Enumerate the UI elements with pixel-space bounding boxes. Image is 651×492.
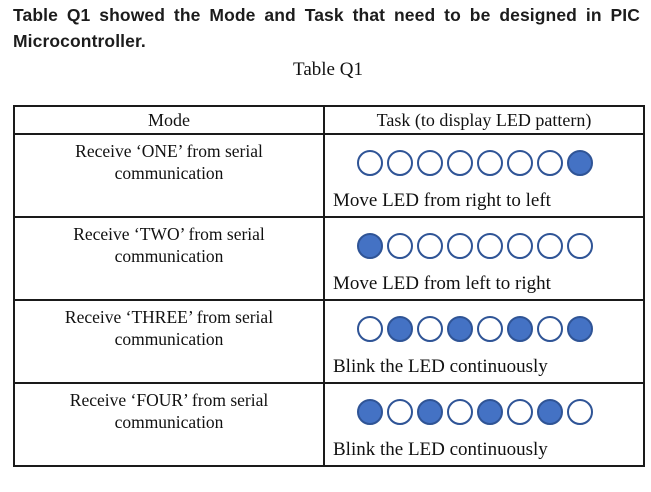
led-empty-icon (357, 316, 383, 342)
task-caption: Blink the LED continuously (333, 356, 548, 377)
task-column-header: Task (to display LED pattern) (323, 105, 645, 135)
led-pattern-strip (357, 399, 637, 425)
led-empty-icon (447, 233, 473, 259)
task-cell: Move LED from right to left (323, 133, 645, 218)
led-empty-icon (417, 233, 443, 259)
led-empty-icon (477, 233, 503, 259)
led-filled-icon (567, 150, 593, 176)
mode-task-table: Mode Task (to display LED pattern) Recei… (13, 105, 645, 467)
led-empty-icon (567, 399, 593, 425)
led-empty-icon (537, 316, 563, 342)
led-filled-icon (537, 399, 563, 425)
led-empty-icon (447, 399, 473, 425)
task-caption: Move LED from right to left (333, 190, 551, 211)
led-empty-icon (507, 399, 533, 425)
led-filled-icon (357, 233, 383, 259)
led-filled-icon (417, 399, 443, 425)
table-caption: Table Q1 (293, 59, 363, 80)
mode-text-line: communication (114, 246, 224, 266)
led-empty-icon (447, 150, 473, 176)
mode-column-header: Mode (13, 105, 325, 135)
task-cell: Blink the LED continuously (323, 299, 645, 384)
led-empty-icon (387, 399, 413, 425)
mode-text-line: communication (114, 329, 224, 349)
header-row: Mode Task (to display LED pattern) (13, 105, 645, 135)
led-filled-icon (567, 316, 593, 342)
task-cell: Blink the LED continuously (323, 382, 645, 467)
mode-text-line: Receive ‘FOUR’ from serial (69, 390, 269, 410)
led-pattern-strip (357, 150, 637, 176)
mode-text-line: Receive ‘TWO’ from serial (73, 224, 265, 244)
led-empty-icon (567, 233, 593, 259)
led-empty-icon (507, 233, 533, 259)
task-caption: Blink the LED continuously (333, 439, 548, 460)
intro-paragraph: Table Q1 showed the Mode and Task that n… (13, 5, 640, 51)
led-filled-icon (357, 399, 383, 425)
led-empty-icon (387, 233, 413, 259)
led-empty-icon (417, 150, 443, 176)
mode-text-line: Receive ‘ONE’ from serial (75, 141, 263, 161)
led-empty-icon (537, 150, 563, 176)
led-empty-icon (357, 150, 383, 176)
led-pattern-strip (357, 316, 637, 342)
led-empty-icon (537, 233, 563, 259)
mode-text-line: Receive ‘THREE’ from serial (64, 307, 274, 327)
led-filled-icon (507, 316, 533, 342)
led-empty-icon (387, 150, 413, 176)
led-empty-icon (507, 150, 533, 176)
mode-text-line: communication (114, 163, 224, 183)
led-empty-icon (477, 316, 503, 342)
task-caption: Move LED from left to right (333, 273, 551, 294)
led-empty-icon (417, 316, 443, 342)
led-filled-icon (387, 316, 413, 342)
led-pattern-strip (357, 233, 637, 259)
task-cell: Move LED from left to right (323, 216, 645, 301)
mode-text-line: communication (114, 412, 224, 432)
led-filled-icon (477, 399, 503, 425)
led-empty-icon (477, 150, 503, 176)
led-filled-icon (447, 316, 473, 342)
